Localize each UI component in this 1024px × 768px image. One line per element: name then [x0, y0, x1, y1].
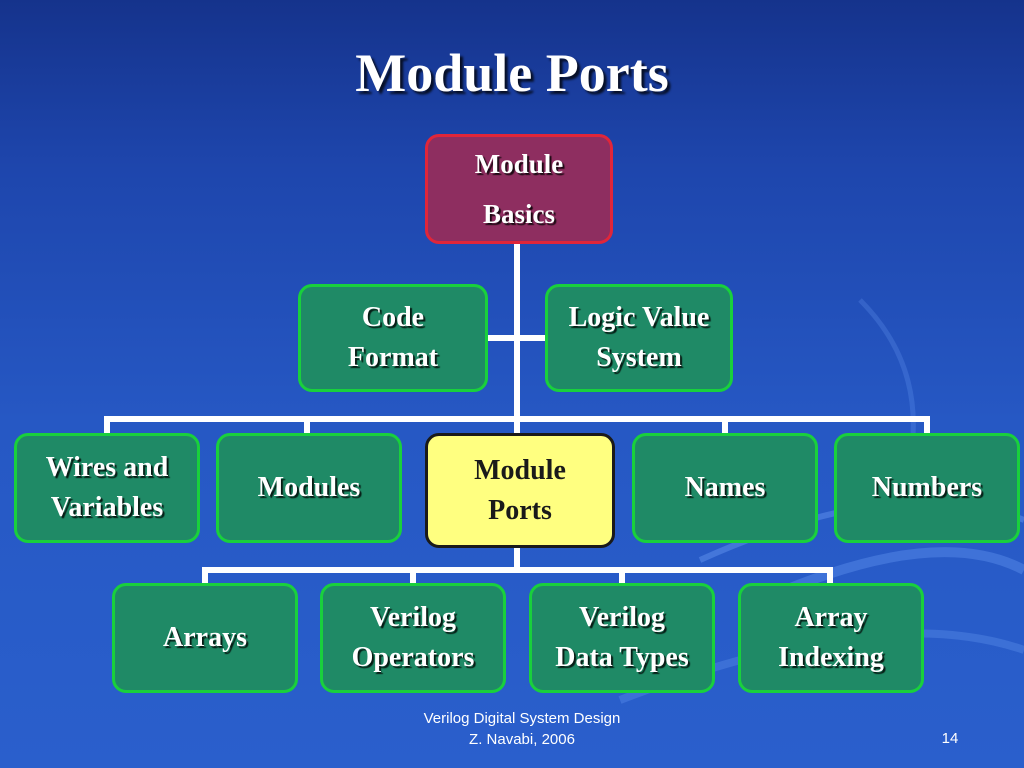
node-label: Indexing	[778, 642, 884, 673]
node-label: Module	[474, 454, 566, 486]
node-module-basics: Module Basics	[425, 134, 613, 244]
node-wires-and-variables: Wires and Variables	[14, 433, 200, 543]
node-label: Names	[684, 472, 766, 503]
node-label: Variables	[50, 492, 164, 523]
page-number: 14	[941, 730, 959, 747]
node-label: Verilog	[578, 602, 666, 633]
node-label: Format	[347, 342, 439, 373]
node-verilog-operators: Verilog Operators	[320, 583, 506, 693]
node-array-indexing: Array Indexing	[738, 583, 924, 693]
node-label: Basics	[482, 199, 555, 229]
node-label: Verilog	[369, 602, 457, 633]
node-label: Module	[474, 149, 564, 179]
node-label: Code	[361, 302, 425, 333]
node-label: Data Types	[555, 642, 689, 673]
node-label: Numbers	[871, 472, 983, 503]
node-label: Arrays	[163, 622, 247, 653]
node-label: Array	[794, 602, 868, 633]
slide-footer: Verilog Digital System Design Z. Navabi,…	[362, 708, 682, 750]
node-label: System	[596, 342, 682, 373]
node-label: Logic Value	[568, 302, 710, 333]
slide-title: Module Ports	[355, 43, 669, 103]
node-modules: Modules	[216, 433, 402, 543]
node-label: Operators	[351, 642, 475, 673]
node-arrays: Arrays	[112, 583, 298, 693]
footer-author: Z. Navabi, 2006	[469, 731, 575, 748]
node-verilog-data-types: Verilog Data Types	[529, 583, 715, 693]
node-numbers: Numbers	[834, 433, 1020, 543]
node-logic-value-system: Logic Value System	[545, 284, 733, 392]
node-module-ports: Module Ports	[425, 433, 615, 548]
node-label: Wires and	[45, 452, 169, 483]
node-label: Modules	[257, 472, 361, 503]
node-label: Ports	[488, 494, 552, 526]
footer-course-title: Verilog Digital System Design	[423, 710, 621, 727]
node-code-format: Code Format	[298, 284, 488, 392]
node-names: Names	[632, 433, 818, 543]
